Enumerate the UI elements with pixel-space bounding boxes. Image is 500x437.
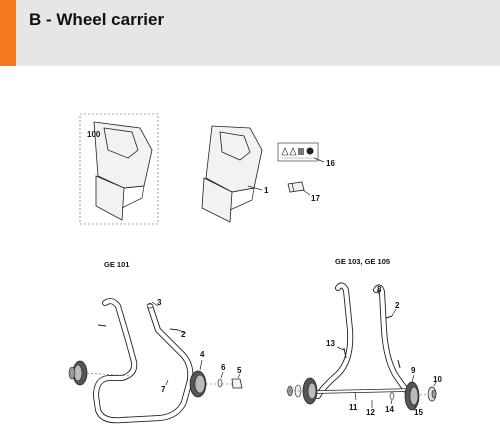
- callout-left-7: 7: [161, 385, 166, 394]
- page-title: B - Wheel carrier: [29, 10, 165, 29]
- hopper-inner: [219, 131, 251, 161]
- hopper-assembly-100: [79, 113, 159, 225]
- callout-right-11: 11: [349, 403, 358, 412]
- parts-diagram: 100 1 16 17 GE 101 GE 103, GE 105: [68, 113, 442, 424]
- hopper-chute: [201, 177, 233, 223]
- callout-17: 17: [311, 194, 320, 203]
- callout-16: 16: [326, 159, 335, 168]
- washer-part-6: [217, 378, 223, 388]
- screw-part-13: [343, 347, 347, 359]
- instruction-icon: [298, 148, 304, 155]
- prohibition-icon: [306, 147, 314, 155]
- callout-right-12: 12: [366, 408, 375, 417]
- model-label-ge103-ge105: GE 103, GE 105: [335, 257, 390, 266]
- warning-triangle-icon: [289, 147, 297, 156]
- hopper-chute: [95, 175, 125, 221]
- callout-right-8: 8: [377, 285, 382, 294]
- hub-cap-part-5: [231, 378, 243, 389]
- callout-right-14: 14: [385, 405, 394, 414]
- screw-part-2: [97, 324, 107, 327]
- callout-right-10: 10: [433, 375, 442, 384]
- callout-right-2: 2: [395, 301, 400, 310]
- washer-part-14: [389, 392, 395, 400]
- callout-left-5: 5: [237, 366, 242, 375]
- callout-left-2: 2: [181, 330, 186, 339]
- callout-right-9: 9: [411, 366, 416, 375]
- callout-left-4: 4: [200, 350, 205, 359]
- screw-part-2: [385, 315, 393, 319]
- model-label-ge101: GE 101: [104, 260, 129, 269]
- hopper-part-1: [201, 125, 263, 223]
- header-band: [0, 0, 500, 66]
- carrier-frame: [93, 298, 194, 424]
- warning-label-16: [277, 142, 319, 162]
- callout-left-6: 6: [221, 363, 226, 372]
- hopper-inner: [103, 127, 139, 159]
- assembly-dashed-box: [79, 113, 159, 225]
- screw-part-2: [169, 328, 179, 331]
- callout-1: 1: [264, 186, 269, 195]
- wheel-carrier-ge103-ge105: [286, 282, 437, 411]
- callout-right-13: 13: [326, 339, 335, 348]
- wheel-carrier-ge101: [68, 298, 243, 424]
- clip-part-17: [287, 181, 305, 193]
- callout-100: 100: [87, 130, 101, 139]
- warning-triangle-icon: [281, 147, 289, 156]
- header-accent-bar: [0, 0, 16, 66]
- callout-left-3: 3: [157, 298, 162, 307]
- callout-right-15: 15: [414, 408, 423, 417]
